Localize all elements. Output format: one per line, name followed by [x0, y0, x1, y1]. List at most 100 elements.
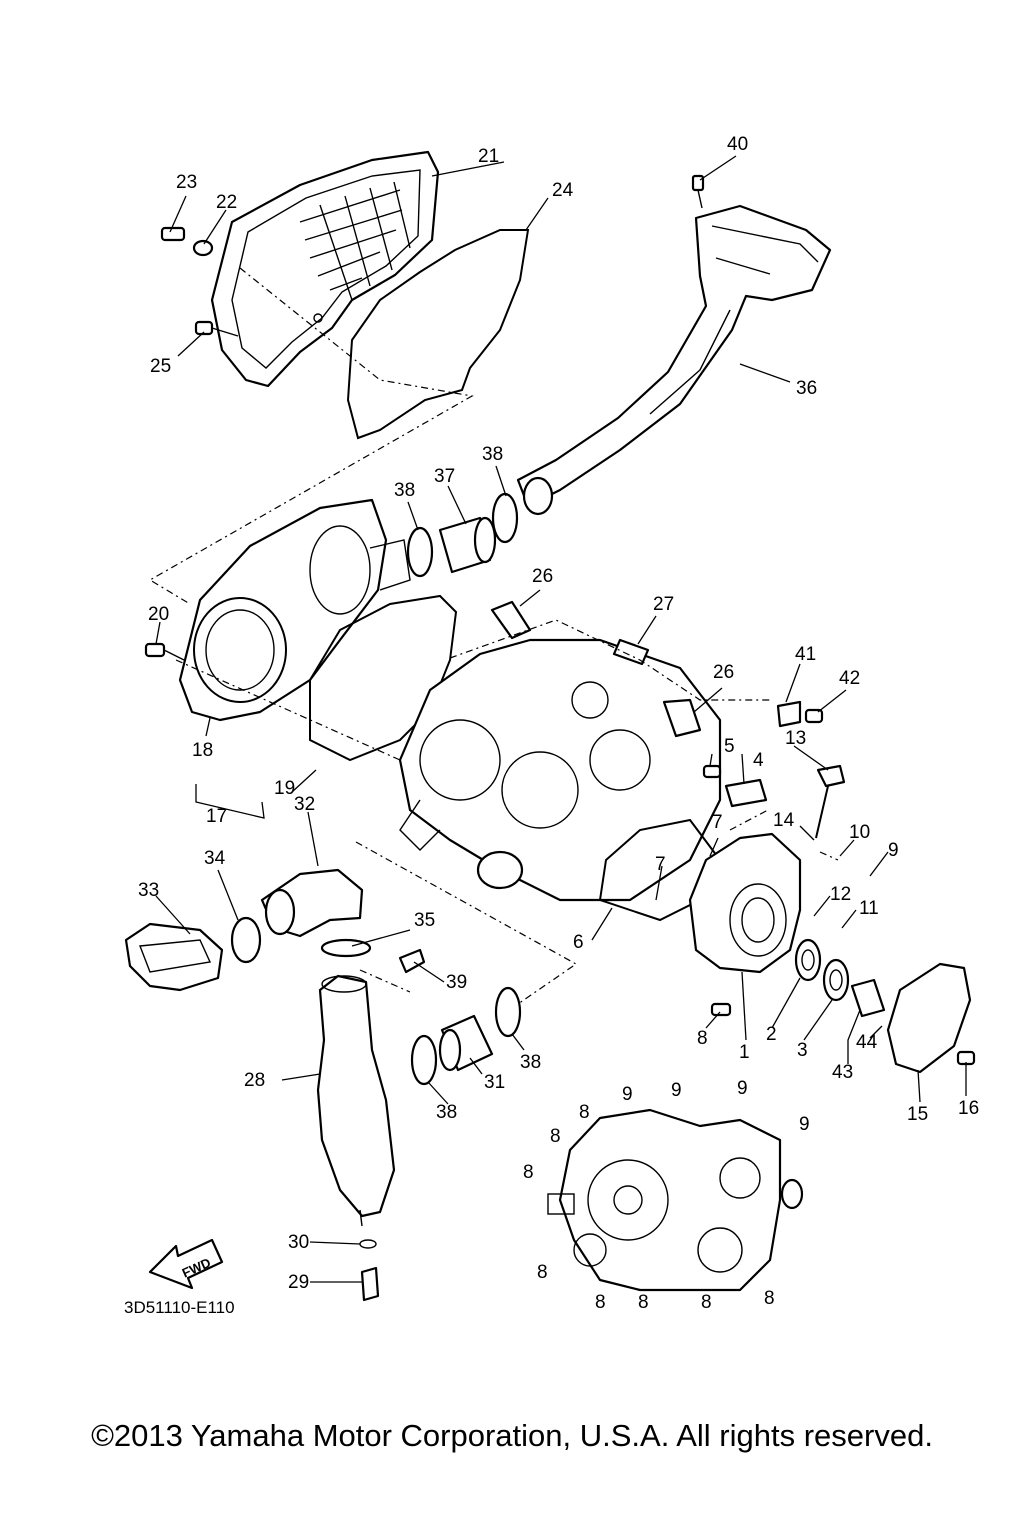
- part-43-collar: [850, 978, 886, 1018]
- part-23-bolt: [160, 226, 186, 242]
- callout-38c: 38: [520, 1052, 541, 1073]
- part-33-housing: [124, 922, 224, 992]
- callout-5: 5: [724, 736, 735, 757]
- callout-19: 19: [274, 778, 295, 799]
- part-41-bracket: [776, 700, 802, 728]
- part-39-bolt: [398, 948, 426, 974]
- callout-39: 39: [446, 972, 467, 993]
- callout-38a: 38: [394, 480, 415, 501]
- part-32-elbow: [260, 868, 364, 938]
- part-38-clamp-d: [494, 986, 522, 1038]
- leader-lines: [155, 155, 967, 1283]
- part-19-gasket: [309, 594, 458, 762]
- callout-22: 22: [216, 192, 237, 213]
- callout-38b: 38: [482, 444, 503, 465]
- callout-24: 24: [552, 180, 574, 201]
- callout-8e: 8: [537, 1262, 548, 1283]
- part-3-bearing: [822, 958, 850, 1002]
- callout-31: 31: [484, 1072, 505, 1093]
- callout-15: 15: [907, 1104, 928, 1125]
- part-30-clip: [359, 1239, 377, 1249]
- part-38-clamp-c: [410, 1034, 438, 1086]
- crankcase-body: [398, 638, 722, 902]
- callout-8h: 8: [701, 1292, 712, 1313]
- callout-18: 18: [192, 740, 213, 761]
- drawing-code: 3D51110-E110: [124, 1298, 235, 1317]
- callout-11: 11: [859, 898, 879, 919]
- crankcase-side-view: [547, 1108, 804, 1292]
- part-6-gasket: [598, 818, 722, 922]
- copyright-notice: ©2013 Yamaha Motor Corporation, U.S.A. A…: [91, 1418, 933, 1453]
- part-38-clamp-a: [406, 526, 434, 578]
- callout-34: 34: [204, 848, 226, 869]
- callout-21: 21: [478, 146, 499, 167]
- callout-30: 30: [288, 1232, 309, 1253]
- part-5-bolt: [702, 764, 722, 779]
- callout-44: 44: [856, 1032, 878, 1053]
- part-26-dowel-right: [662, 698, 702, 738]
- callout-41: 41: [795, 644, 816, 665]
- callout-7b: 7: [655, 854, 666, 875]
- part-26-dowel-upper: [490, 600, 532, 640]
- callout-26b: 26: [713, 662, 734, 683]
- callout-36: 36: [796, 378, 817, 399]
- callout-9b: 9: [671, 1080, 682, 1101]
- part-35-clamp: [320, 938, 372, 958]
- callout-8c: 8: [550, 1126, 561, 1147]
- callout-17: 17: [206, 806, 227, 827]
- part-31-joint: [438, 1014, 494, 1072]
- callout-9d: 9: [799, 1114, 810, 1135]
- callout-numbers: 1 2 3 4 5 6 7 7 8 8 8 8 8 8 8 8 8 9 9 9 …: [138, 134, 979, 1313]
- part-38-clamp-b: [491, 492, 519, 544]
- part-37-joint: [438, 516, 497, 574]
- callout-33: 33: [138, 880, 159, 901]
- callout-38d: 38: [436, 1102, 457, 1123]
- callout-32: 32: [294, 794, 315, 815]
- callout-3: 3: [797, 1040, 808, 1061]
- part-34-clamp: [230, 916, 262, 964]
- part-1-cover: [688, 832, 802, 974]
- part-25-bolt: [194, 320, 239, 337]
- callout-40: 40: [727, 134, 748, 155]
- callout-16: 16: [958, 1098, 979, 1119]
- part-2-seal: [794, 938, 822, 982]
- callout-28: 28: [244, 1070, 265, 1091]
- callout-9a: 9: [622, 1084, 633, 1105]
- part-28-duct: [316, 974, 396, 1227]
- callout-4: 4: [753, 750, 764, 771]
- callout-8d: 8: [523, 1162, 534, 1183]
- callout-10: 10: [849, 822, 870, 843]
- callout-8b: 8: [579, 1102, 590, 1123]
- part-21-crankcase-cover: [210, 150, 440, 388]
- callout-20: 20: [148, 604, 169, 625]
- callout-8i: 8: [764, 1288, 775, 1309]
- part-8-bolt: [710, 1002, 732, 1017]
- callout-27: 27: [653, 594, 674, 615]
- callout-6: 6: [573, 932, 584, 953]
- part-4-bracket: [724, 778, 768, 808]
- part-22-plug: [192, 239, 214, 257]
- callout-25: 25: [150, 356, 171, 377]
- part-20-bolt: [144, 642, 185, 661]
- callout-7a: 7: [712, 812, 723, 833]
- part-36-air-duct: [516, 204, 832, 516]
- callout-42: 42: [839, 668, 860, 689]
- callout-9c: 9: [737, 1078, 748, 1099]
- callout-43: 43: [832, 1062, 853, 1083]
- callout-2: 2: [766, 1024, 777, 1045]
- callout-35: 35: [414, 910, 435, 931]
- part-27-pin: [612, 638, 650, 666]
- callout-8g: 8: [638, 1292, 649, 1313]
- callout-8f: 8: [595, 1292, 606, 1313]
- callout-1: 1: [739, 1042, 750, 1063]
- part-18-cover: [178, 498, 411, 722]
- callout-13: 13: [785, 728, 806, 749]
- callout-9e: 9: [888, 840, 899, 861]
- part-13-dipstick: [815, 764, 846, 839]
- callout-12: 12: [830, 884, 851, 905]
- callout-14: 14: [773, 810, 795, 831]
- alignment-lines: [148, 267, 839, 1005]
- callout-8a: 8: [697, 1028, 708, 1049]
- part-42-bolt: [804, 708, 824, 724]
